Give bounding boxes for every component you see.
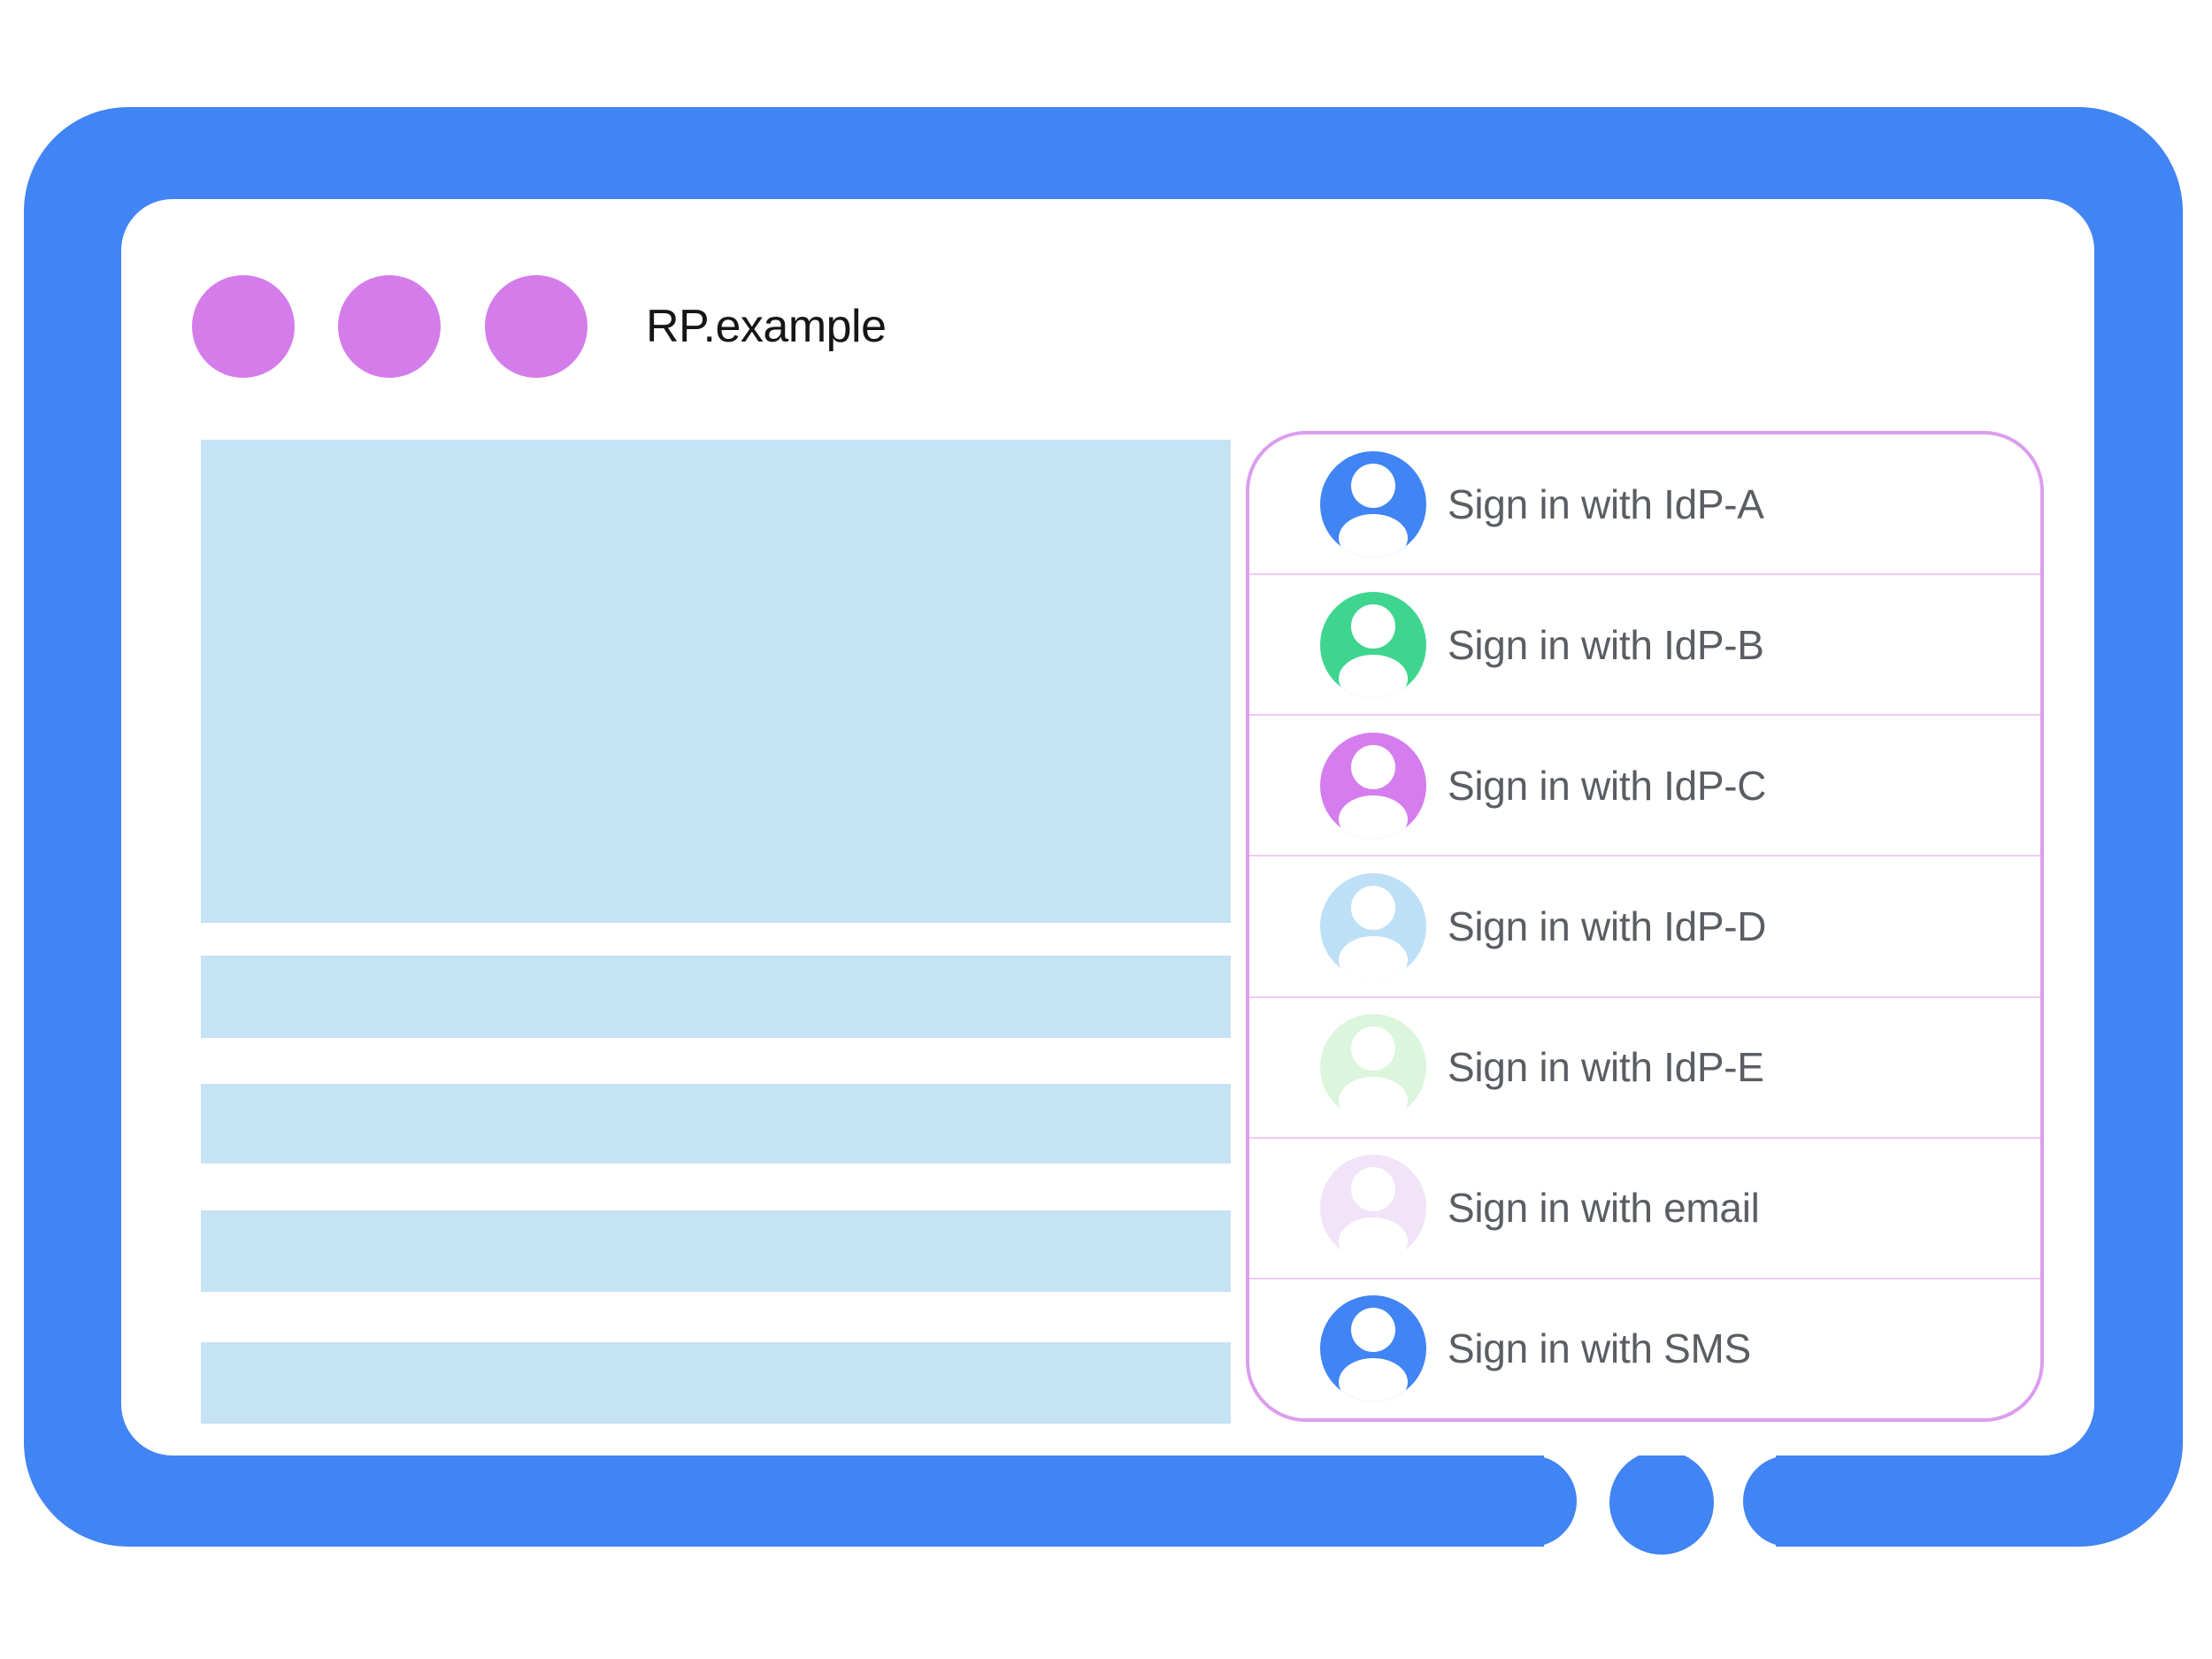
home-button-circle[interactable] xyxy=(1609,1450,1714,1555)
signin-item[interactable]: Sign in with IdP-A xyxy=(1249,434,2040,573)
person-avatar-icon xyxy=(1320,732,1426,839)
content-placeholder-line xyxy=(201,1084,1231,1164)
signin-panel: Sign in with IdP-A Sign in with IdP-B Si… xyxy=(1246,431,2044,1422)
person-avatar-icon xyxy=(1320,450,1426,557)
content-placeholder-line xyxy=(201,956,1231,1038)
signin-item-label: Sign in with IdP-B xyxy=(1448,621,1764,668)
signin-item[interactable]: Sign in with IdP-B xyxy=(1249,573,2040,714)
person-avatar-icon xyxy=(1320,1295,1426,1402)
signin-item-label: Sign in with email xyxy=(1448,1185,1760,1232)
person-avatar-icon xyxy=(1320,1155,1426,1262)
signin-item-label: Sign in with SMS xyxy=(1448,1325,1751,1372)
window-dot-icon xyxy=(338,275,441,378)
content-placeholder-line xyxy=(201,1342,1231,1424)
browser-screen: RP.example Sign in with IdP-A Sign in wi… xyxy=(121,199,2094,1455)
signin-item-label: Sign in with IdP-A xyxy=(1448,480,1764,527)
signin-item[interactable]: Sign in with IdP-C xyxy=(1249,714,2040,855)
bezel-cap-left xyxy=(1494,1455,1577,1547)
window-dot-icon xyxy=(192,275,295,378)
bezel-cap-right xyxy=(1743,1455,1835,1547)
signin-item[interactable]: Sign in with IdP-E xyxy=(1249,995,2040,1137)
window-dot-icon xyxy=(485,275,588,378)
person-avatar-icon xyxy=(1320,872,1426,979)
signin-item-label: Sign in with IdP-D xyxy=(1448,902,1767,949)
person-avatar-icon xyxy=(1320,1014,1426,1121)
signin-item[interactable]: Sign in with IdP-D xyxy=(1249,855,2040,995)
signin-item[interactable]: Sign in with email xyxy=(1249,1136,2040,1278)
signin-item-label: Sign in with IdP-C xyxy=(1448,762,1767,809)
content-placeholder-hero xyxy=(201,440,1231,923)
signin-item[interactable]: Sign in with SMS xyxy=(1249,1277,2040,1418)
page-title: RP.example xyxy=(646,301,887,352)
content-placeholder-line xyxy=(201,1210,1231,1292)
person-avatar-icon xyxy=(1320,591,1426,698)
signin-item-label: Sign in with IdP-E xyxy=(1448,1044,1764,1091)
